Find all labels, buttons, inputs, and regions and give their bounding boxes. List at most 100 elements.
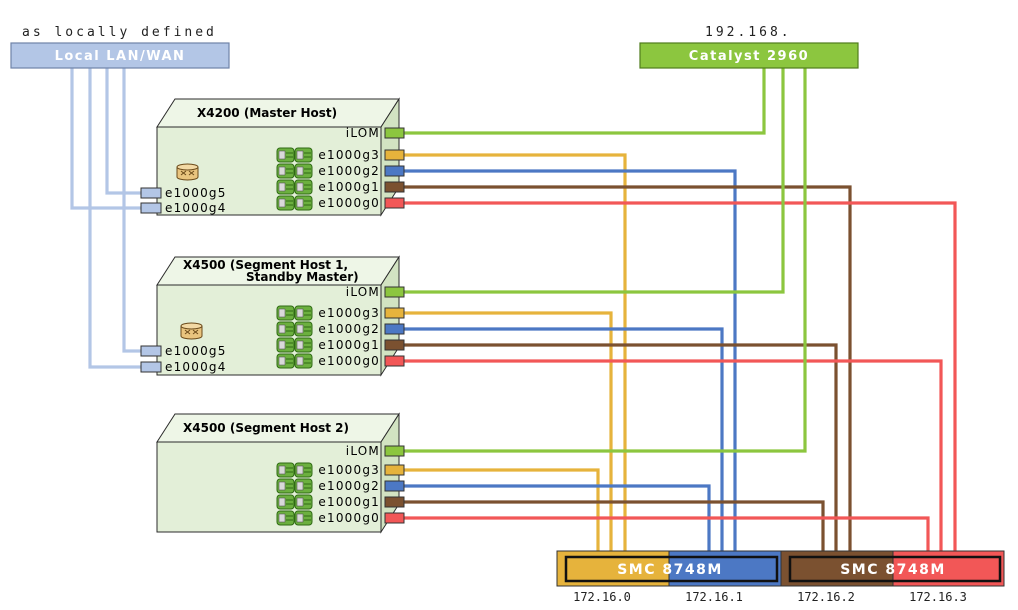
links bbox=[70, 68, 957, 552]
disk-face bbox=[296, 182, 304, 192]
host-title: X4500 (Segment Host 1, bbox=[183, 258, 348, 272]
link-host2-e1000g2 bbox=[404, 327, 724, 552]
port-label-e1000g5: e1000g5 bbox=[165, 344, 227, 358]
disk-icon bbox=[294, 353, 313, 369]
disk-face bbox=[278, 166, 286, 176]
port-label-e1000g3: e1000g3 bbox=[318, 306, 380, 320]
disk-face bbox=[278, 340, 286, 350]
disk-face bbox=[296, 481, 304, 491]
port-e1000g4 bbox=[140, 361, 162, 373]
port-label-e1000g4: e1000g4 bbox=[165, 201, 227, 215]
port-label-ilom: iLOM bbox=[346, 126, 380, 140]
port-e1000g4 bbox=[140, 202, 162, 214]
port-label-e1000g0: e1000g0 bbox=[318, 511, 380, 525]
link-host3-ilom bbox=[404, 68, 807, 453]
port-label-e1000g1: e1000g1 bbox=[318, 495, 380, 509]
host-front-face bbox=[156, 441, 382, 533]
link-host2-e1000g0 bbox=[404, 359, 943, 552]
hosts: X4200 (Master Host) iLOM e1000g3 e1000g2 e10… bbox=[140, 97, 405, 534]
disk-icon bbox=[276, 179, 295, 195]
disk-face bbox=[296, 497, 304, 507]
disk-icon bbox=[276, 353, 295, 369]
disk-face bbox=[278, 513, 286, 523]
port-label-e1000g5: e1000g5 bbox=[165, 186, 227, 200]
host-title: X4500 (Segment Host 2) bbox=[183, 421, 349, 435]
link-host1-ilom bbox=[404, 68, 766, 135]
port-label-e1000g0: e1000g0 bbox=[318, 196, 380, 210]
disk-icon bbox=[294, 163, 313, 179]
subnet-label: 172.16.2 bbox=[797, 590, 855, 604]
disk-face bbox=[278, 481, 286, 491]
link-host1-e1000g5 bbox=[105, 68, 141, 195]
disk-icon bbox=[294, 179, 313, 195]
host-title: Standby Master) bbox=[246, 270, 359, 284]
disk-face bbox=[278, 497, 286, 507]
port-label-ilom: iLOM bbox=[346, 285, 380, 299]
port-label-e1000g2: e1000g2 bbox=[318, 479, 380, 493]
mgmt-switch-label: Catalyst 2960 bbox=[689, 49, 809, 64]
link-host2-ilom bbox=[404, 68, 785, 294]
database-icon bbox=[180, 322, 203, 340]
port-e1000g5 bbox=[140, 345, 162, 357]
link-host2-e1000g1 bbox=[404, 343, 838, 552]
link-host3-e1000g1 bbox=[404, 500, 825, 552]
link-host1-e1000g3 bbox=[404, 153, 627, 552]
disk-icon bbox=[294, 321, 313, 337]
smc-switch-1: SMC 8748M bbox=[556, 550, 782, 587]
port-e1000g0 bbox=[384, 512, 405, 524]
switch-2-label: SMC 8748M bbox=[840, 562, 946, 578]
port-e1000g5 bbox=[140, 187, 162, 199]
port-label-ilom: iLOM bbox=[346, 444, 380, 458]
disk-face bbox=[296, 513, 304, 523]
host-3: X4500 (Segment Host 2)iLOMe1000g3e1000g2… bbox=[156, 412, 405, 534]
port-ilom bbox=[384, 286, 405, 298]
port-label-e1000g3: e1000g3 bbox=[318, 148, 380, 162]
disk-face bbox=[296, 356, 304, 366]
disk-icon bbox=[294, 510, 313, 526]
disk-face bbox=[296, 324, 304, 334]
disk-face bbox=[278, 198, 286, 208]
disk-face bbox=[278, 324, 286, 334]
port-label-e1000g2: e1000g2 bbox=[318, 322, 380, 336]
drum-mark bbox=[180, 170, 195, 176]
drum-body bbox=[180, 326, 203, 340]
link-host1-e1000g2 bbox=[404, 169, 737, 552]
subnet-label: 172.16.3 bbox=[909, 590, 967, 604]
disk-icon bbox=[276, 462, 295, 478]
disk-face bbox=[296, 150, 304, 160]
host-2: X4500 (Segment Host 1,Standby Master)iLO… bbox=[140, 255, 405, 377]
disk-icon bbox=[294, 305, 313, 321]
lan-network: Local LAN/WAN bbox=[10, 42, 230, 69]
drum-top bbox=[180, 322, 203, 330]
link-host2-e1000g4 bbox=[88, 68, 141, 369]
link-host1-e1000g4 bbox=[70, 68, 141, 210]
port-e1000g3 bbox=[384, 307, 405, 319]
host-title: X4200 (Master Host) bbox=[197, 106, 337, 120]
disk-icon bbox=[294, 494, 313, 510]
port-e1000g2 bbox=[384, 165, 405, 177]
disk-face bbox=[296, 340, 304, 350]
disk-icon bbox=[276, 510, 295, 526]
disk-icon bbox=[294, 195, 313, 211]
port-e1000g0 bbox=[384, 355, 405, 367]
disk-face bbox=[278, 150, 286, 160]
disk-face bbox=[278, 182, 286, 192]
port-e1000g1 bbox=[384, 496, 405, 508]
disk-icon bbox=[294, 462, 313, 478]
disk-icon bbox=[276, 494, 295, 510]
port-label-e1000g2: e1000g2 bbox=[318, 164, 380, 178]
link-host3-e1000g2 bbox=[404, 484, 711, 552]
disk-face bbox=[278, 465, 286, 475]
disk-face bbox=[296, 308, 304, 318]
database-icon bbox=[176, 163, 199, 181]
disk-icon bbox=[276, 147, 295, 163]
disk-icon bbox=[276, 163, 295, 179]
disk-icon bbox=[276, 195, 295, 211]
disk-icon bbox=[276, 305, 295, 321]
mgmt-subnet-label: 192.168. bbox=[705, 25, 792, 40]
mgmt-switch-box bbox=[639, 42, 859, 69]
switch-2-frame bbox=[788, 555, 1002, 583]
port-label-e1000g4: e1000g4 bbox=[165, 360, 227, 374]
port-ilom bbox=[384, 127, 405, 139]
link-host3-e1000g0 bbox=[404, 516, 930, 552]
